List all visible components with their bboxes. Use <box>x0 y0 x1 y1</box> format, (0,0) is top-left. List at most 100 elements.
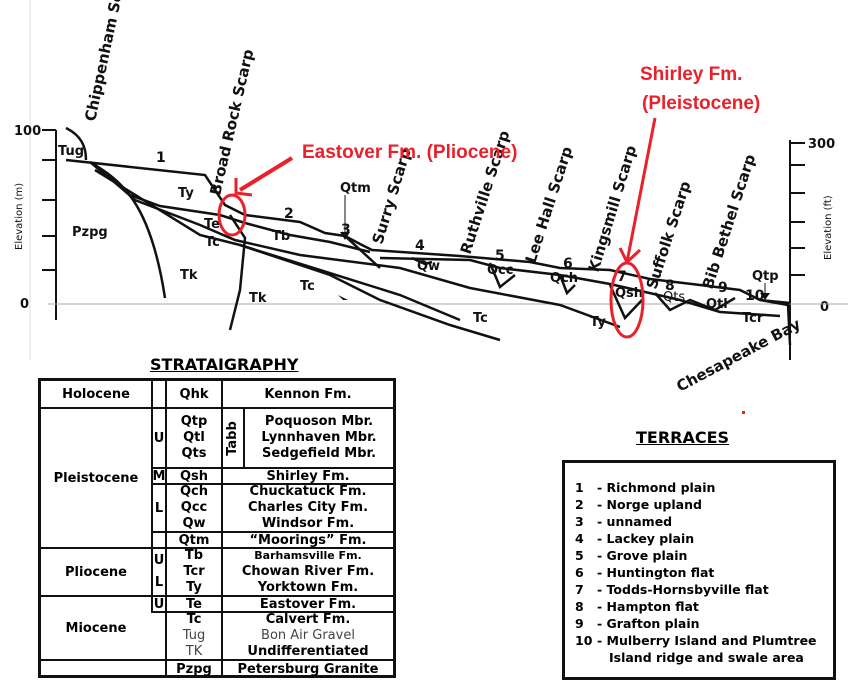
unit-code: Pzpg <box>176 662 212 677</box>
unit-label: Tc <box>300 279 315 294</box>
unit-code: Ty <box>186 580 202 595</box>
tabb-label: Tabb <box>224 420 240 456</box>
unit-code: Tug <box>182 628 206 643</box>
subepoch-middle: M <box>152 468 166 484</box>
unit-name: Chowan River Fm. <box>241 564 375 579</box>
shirley-label-2: (Pleistocene) <box>642 93 760 114</box>
eastover-circle <box>217 193 247 237</box>
left-axis-zero-label: 0 <box>20 297 29 312</box>
unit-code: Tc <box>186 612 202 627</box>
terrace-number: 2 <box>284 206 294 222</box>
unit-label: Te <box>204 217 220 232</box>
unit-code: Te <box>186 596 202 612</box>
chesapeake-bay-label: Chesapeake Bay <box>673 315 803 396</box>
terrace-item: 10- Mulberry Island and Plumtree <box>575 633 817 648</box>
terrace-item-continuation: Island ridge and swale area <box>609 650 804 665</box>
unit-name: Petersburg Granite <box>237 662 379 677</box>
terrace-item: 5- Grove plain <box>575 548 688 563</box>
unit-code: Qts <box>181 446 207 461</box>
unit-label: Tcr <box>742 311 764 326</box>
terrace-item: 6- Huntington flat <box>575 565 715 580</box>
left-axis <box>42 129 57 320</box>
unit-label: Ty <box>178 186 194 201</box>
unit-code: Qw <box>182 516 206 531</box>
unit-label: Tc <box>473 311 488 326</box>
terrace-number: 7 <box>617 269 627 285</box>
unit-name: Calvert Fm. <box>265 612 351 627</box>
terrace-number: 10 <box>745 288 765 304</box>
right-axis-title: Elevation (ft) <box>823 195 834 260</box>
scarp-bib-bethel: Bib Bethel Scarp <box>699 152 760 291</box>
unit-labels: Tug Pzpg Ty Te Tc Tk Tb Qtm Qw Qcc Qch Q… <box>58 144 779 330</box>
terrace-number: 3 <box>341 222 351 238</box>
unit-name: Sedgefield Mbr. <box>261 446 377 461</box>
shirley-arrow <box>625 117 657 263</box>
terrace-item: 2- Norge upland <box>575 497 702 512</box>
unit-label: Ty <box>590 315 606 330</box>
scarp-kingsmill: Kingsmill Scarp <box>585 143 641 274</box>
terrace-item: 9- Grafton plain <box>575 616 700 631</box>
unit-name: Chuckatuck Fm. <box>249 484 367 499</box>
terrace-number: 5 <box>495 248 505 264</box>
scarp-suffolk: Suffolk Scarp <box>643 179 695 292</box>
terrace-number: 6 <box>563 256 573 272</box>
arrowhead-icon <box>234 178 253 197</box>
strata-lines <box>65 126 792 346</box>
unit-name: Undifferentiated <box>247 644 369 659</box>
terrace-item: 1- Richmond plain <box>575 480 716 495</box>
eastover-label: Eastover Fm. (Pliocene) <box>302 142 517 163</box>
shirley-circle <box>609 261 645 339</box>
terrace-item: 3- unnamed <box>575 514 673 529</box>
right-axis-top-label: 300 <box>808 137 835 152</box>
eastover-annotation: Eastover Fm. (Pliocene) <box>217 142 517 237</box>
unit-label: Tug <box>58 144 84 159</box>
subepoch-lower: L <box>154 574 164 590</box>
subepoch-upper: U <box>153 552 165 568</box>
unit-label: Tk <box>180 268 198 283</box>
epoch-miocene: Miocene <box>65 620 127 636</box>
eastover-arrow <box>238 156 294 192</box>
left-axis-top-label: 100 <box>14 124 41 139</box>
subepoch-upper: U <box>153 430 165 446</box>
terrace-number: 4 <box>415 238 425 254</box>
subepoch-lower: L <box>154 500 164 516</box>
red-dot <box>742 411 745 414</box>
terraces-legend: 1- Richmond plain 2- Norge upland 3- unn… <box>562 460 836 680</box>
unit-name: Yorktown Fm. <box>257 580 359 595</box>
unit-name: Charles City Fm. <box>247 500 369 515</box>
unit-name: Shirley Fm. <box>266 468 350 484</box>
unit-code: Qhk <box>179 386 209 402</box>
left-axis-title: Elevation (m) <box>14 183 25 250</box>
unit-code: Qsh <box>179 468 209 484</box>
terraces-title: TERRACES <box>636 428 730 447</box>
subepoch-upper: U <box>153 596 165 612</box>
terrace-item: 8- Hampton flat <box>575 599 699 614</box>
unit-name: Lynnhaven Mbr. <box>261 430 377 445</box>
unit-code: Qtl <box>183 430 205 445</box>
stratigraphy-title: STRATAIGRAPHY <box>150 355 299 374</box>
unit-code: Qtm <box>178 532 210 548</box>
unit-label: Qsh <box>615 286 643 301</box>
unit-label: Qw <box>417 259 440 274</box>
unit-label: Tc <box>205 235 220 250</box>
unit-name: Windsor Fm. <box>261 516 355 531</box>
terrace-number: 1 <box>156 150 166 166</box>
scarp-chippenham: Chippenham Scarp <box>81 0 132 123</box>
scarp-broad-rock: Broad Rock Scarp <box>206 47 257 197</box>
unit-code: Qch <box>179 484 208 499</box>
epoch-pliocene: Pliocene <box>65 564 127 580</box>
unit-code: Tcr <box>183 564 205 579</box>
epoch-pleistocene: Pleistocene <box>53 470 139 486</box>
unit-name: Eastover Fm. <box>259 596 357 612</box>
unit-code: TK <box>185 644 203 659</box>
epoch-holocene: Holocene <box>62 386 130 402</box>
unit-label: Qch <box>550 271 578 286</box>
unit-label: Qtp <box>752 269 779 284</box>
qtm-arrow-icon <box>340 232 350 240</box>
qtp-arrow-icon <box>760 293 770 300</box>
unit-label: Tk <box>249 291 267 306</box>
terrace-number: 9 <box>718 280 728 296</box>
unit-name: “Moorings” Fm. <box>249 532 367 548</box>
